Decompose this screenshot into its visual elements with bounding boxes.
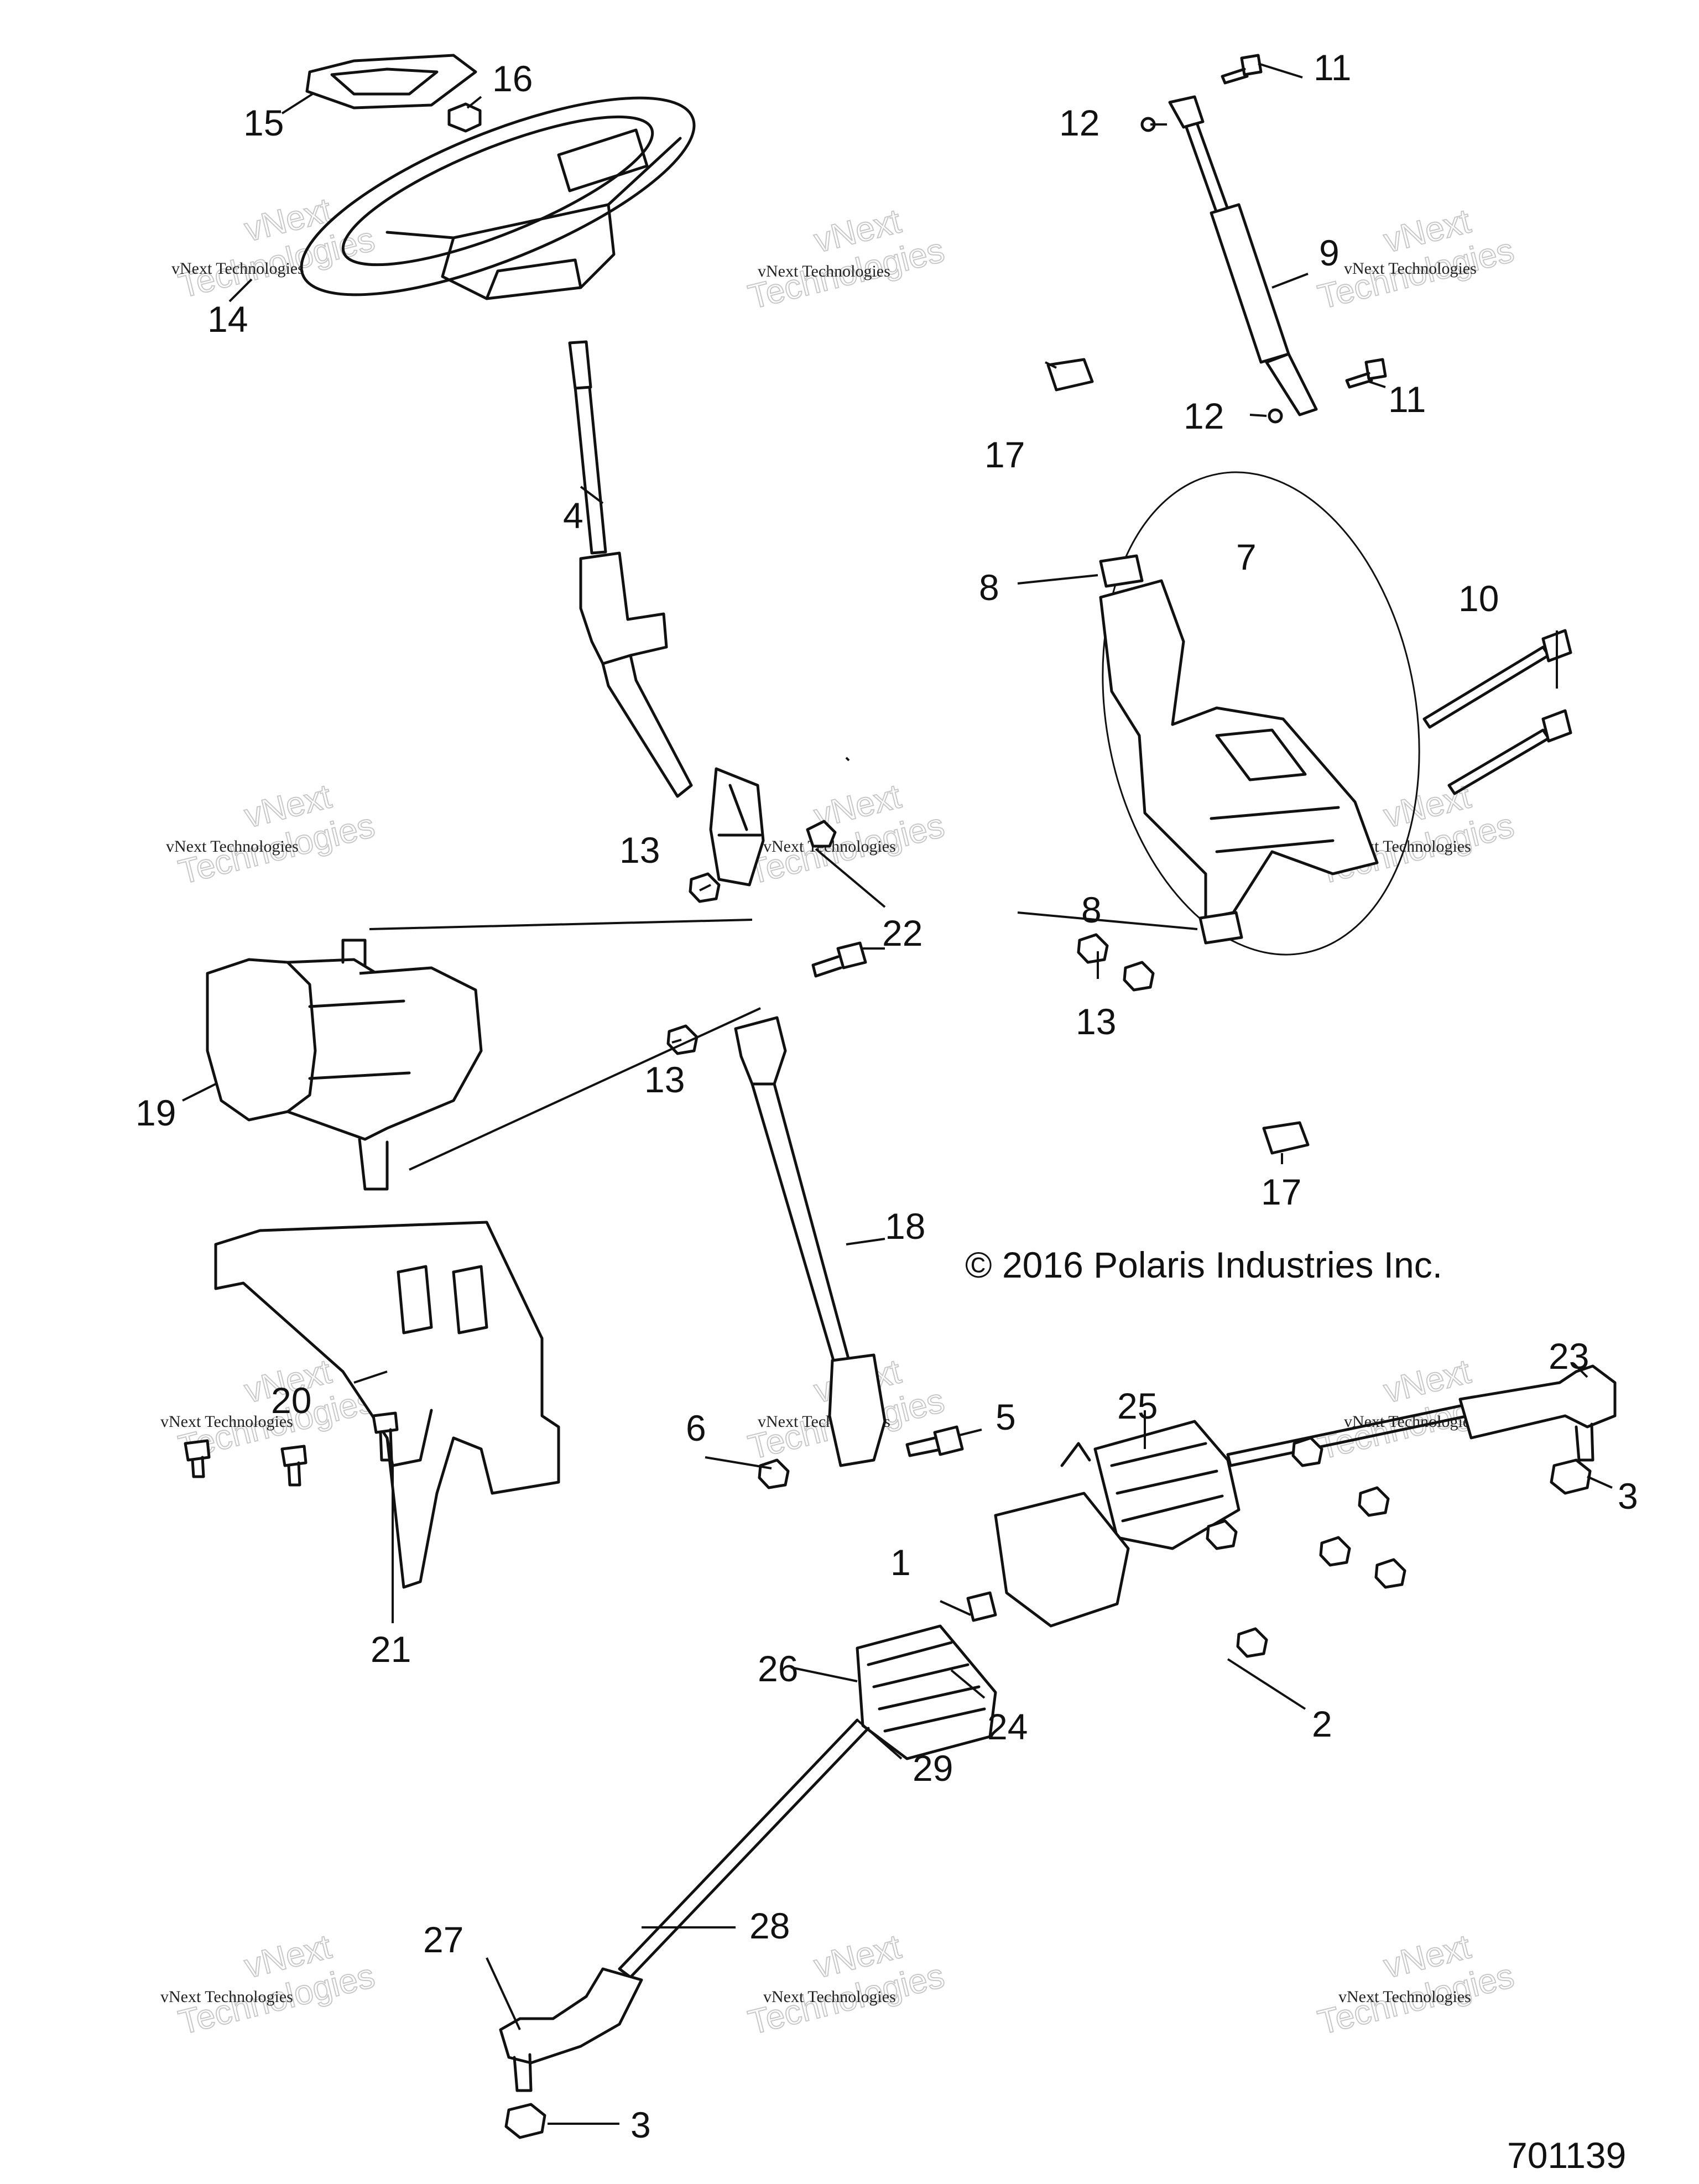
leader-lines	[182, 62, 1613, 2125]
svg-text:vNext Technologies: vNext Technologies	[160, 1412, 293, 1431]
watermark: vNext Technologies vNext Technologies	[1314, 201, 1518, 317]
callout-24: 24	[987, 1706, 1028, 1747]
callout-22: 22	[882, 913, 923, 953]
rack-bolt-1	[966, 1591, 997, 1622]
lower-steering-shaft	[734, 1016, 887, 1467]
callout-20: 20	[271, 1380, 311, 1421]
nut-2	[1206, 1436, 1406, 1658]
callout-3: 3	[630, 2104, 651, 2145]
bolt-22	[806, 820, 867, 978]
callout-11: 11	[1314, 47, 1352, 88]
bushing-8	[1099, 554, 1243, 945]
callout-26: 26	[758, 1648, 798, 1689]
callout-5: 5	[996, 1396, 1016, 1437]
svg-text:vNext Technologies: vNext Technologies	[758, 262, 890, 280]
watermark: vNext Technologies vNext Technologies	[160, 1927, 379, 2042]
callout-17: 17	[1261, 1171, 1301, 1212]
callout-13: 13	[1076, 1001, 1116, 1042]
callout-6: 6	[686, 1408, 706, 1448]
watermark: vNext Technologies vNext Technologies	[1314, 1927, 1518, 2042]
callout-11: 11	[1388, 379, 1426, 420]
tie-rod-end-23	[1458, 1364, 1617, 1462]
callout-9: 9	[1319, 232, 1340, 273]
callout-23: 23	[1549, 1336, 1589, 1377]
svg-text:vNext Technologies: vNext Technologies	[1338, 1988, 1471, 2006]
nut-17	[1046, 358, 1310, 1155]
reference-lines	[369, 757, 850, 1171]
drawing-number: 701139	[1507, 2135, 1626, 2176]
watermark: vNext Technologies vNext Technologies	[171, 190, 379, 306]
callout-18: 18	[885, 1206, 925, 1247]
watermark: vNext Technologies vNext Technologies	[166, 776, 379, 892]
callout-19: 19	[135, 1092, 176, 1133]
bolt-11	[1221, 54, 1387, 389]
callout-12: 12	[1184, 395, 1224, 436]
callout-15: 15	[243, 102, 284, 143]
callout-1: 1	[890, 1542, 911, 1583]
steering-wheel	[300, 96, 696, 300]
callout-12: 12	[1059, 102, 1099, 143]
callout-8: 8	[979, 567, 999, 608]
steering-wheel-cap	[305, 54, 477, 110]
callout-29: 29	[913, 1748, 953, 1789]
callout-13: 13	[644, 1059, 685, 1100]
callout-10: 10	[1458, 578, 1499, 619]
steering-rack	[618, 1403, 1470, 1979]
eps-unit	[206, 939, 483, 1191]
watermark: vNext Technologies vNext Technologies	[744, 776, 948, 892]
callout-16: 16	[492, 58, 533, 99]
steering-damper	[1168, 95, 1318, 416]
bolt-21	[184, 1411, 399, 1487]
callouts: 1 2 3 3 4 5 6 7 8 8 9 10 11 11 12 12 13 …	[135, 47, 1638, 2145]
callout-14: 14	[207, 299, 248, 340]
svg-text:vNext Technologies: vNext Technologies	[1344, 259, 1477, 278]
callout-4: 4	[563, 495, 583, 536]
callout-28: 28	[749, 1905, 790, 1946]
svg-text:vNext Technologies: vNext Technologies	[763, 1988, 896, 2006]
tie-rod-end-27	[499, 1967, 643, 2092]
callout-17: 17	[984, 434, 1025, 475]
callout-25: 25	[1117, 1385, 1158, 1426]
callout-27: 27	[423, 1919, 463, 1960]
watermark: vNext Technologies vNext Technologies	[744, 201, 948, 317]
callout-2: 2	[1312, 1703, 1332, 1744]
upper-steering-shaft	[568, 340, 765, 887]
svg-text:vNext Technologies: vNext Technologies	[171, 259, 304, 278]
callout-7: 7	[1236, 536, 1257, 577]
callout-8: 8	[1081, 889, 1102, 930]
nut-3	[504, 1458, 1592, 2139]
wheel-nut	[447, 102, 482, 133]
column-mount-bracket	[1099, 471, 1420, 956]
svg-text:vNext Technologies: vNext Technologies	[166, 837, 299, 856]
copyright-notice: © 2016 Polaris Industries Inc.	[965, 1244, 1442, 1285]
eps-bracket	[214, 1221, 560, 1589]
bolt-5	[905, 1425, 964, 1457]
svg-text:vNext Technologies: vNext Technologies	[160, 1988, 293, 2006]
callout-13: 13	[619, 830, 660, 871]
watermarks: vNext Technologies vNext Technologies vN…	[160, 190, 1518, 2042]
nut-6	[758, 1458, 790, 1489]
callout-21: 21	[371, 1629, 411, 1670]
callout-3: 3	[1618, 1476, 1638, 1516]
bolt-10	[1422, 629, 1572, 795]
